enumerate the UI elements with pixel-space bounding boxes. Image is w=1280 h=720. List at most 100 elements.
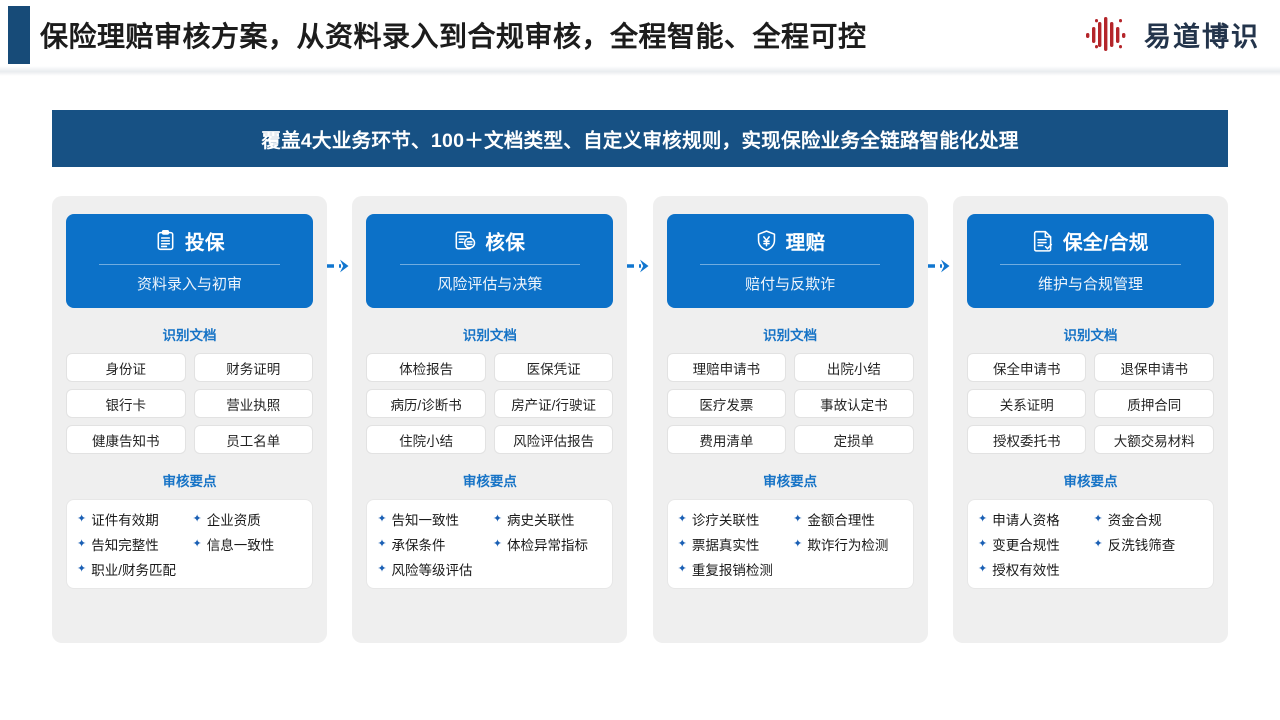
- page-title: 保险理赔审核方案，从资料录入到合规审核，全程智能、全程可控: [40, 21, 867, 52]
- audit-point-label: 承保条件: [391, 538, 446, 553]
- documents-grid: 保全申请书退保申请书关系证明质押合同授权委托书大额交易材料: [966, 353, 1214, 454]
- document-chip[interactable]: 保全申请书: [966, 353, 1087, 382]
- documents-section-label: 识别文档: [462, 328, 517, 343]
- documents-grid: 体检报告医保凭证病历/诊断书房产证/行驶证住院小结风险评估报告: [366, 353, 614, 454]
- star-icon: ✦: [377, 562, 387, 575]
- stage-header-divider: [399, 264, 580, 265]
- audit-point: ✦ 诊疗关联性: [678, 509, 792, 529]
- stage-card-核保[interactable]: 核保 风险评估与决策 识别文档 体检报告医保凭证病历/诊断书房产证/行驶证住院小…: [352, 196, 628, 643]
- document-chip[interactable]: 定损单: [794, 425, 914, 454]
- document-chip[interactable]: 银行卡: [66, 389, 186, 418]
- stage-connector-arrow-icon: [627, 259, 649, 273]
- brand-logo: 易道博识: [1084, 14, 1260, 54]
- document-chip[interactable]: 财务证明: [193, 353, 313, 382]
- stage-header-divider: [1000, 264, 1181, 265]
- stage-card-投保[interactable]: 投保 资料录入与初审 识别文档 身份证财务证明银行卡营业执照健康告知书员工名单 …: [52, 196, 327, 643]
- stage-title: 理赔: [785, 232, 826, 254]
- stage-title: 核保: [485, 232, 526, 254]
- audit-point-label: 反洗钱筛查: [1107, 538, 1176, 553]
- header-divider: [0, 66, 1280, 76]
- audit-point: ✦ 变更合规性: [978, 534, 1092, 554]
- document-chip[interactable]: 风险评估报告: [493, 425, 614, 454]
- document-chip[interactable]: 健康告知书: [66, 425, 186, 454]
- stage-subtitle: 维护与合规管理: [1037, 276, 1143, 293]
- document-chip[interactable]: 退保申请书: [1094, 353, 1214, 382]
- audit-points-section-label: 审核要点: [462, 474, 517, 489]
- document-chip[interactable]: 大额交易材料: [1094, 425, 1214, 454]
- audit-point-label: 欺诈行为检测: [807, 538, 889, 553]
- logo-bars-icon: [1086, 17, 1126, 51]
- star-icon: ✦: [977, 537, 988, 550]
- star-icon: ✦: [977, 562, 988, 575]
- audit-points-section-label: 审核要点: [1063, 474, 1118, 489]
- document-chip[interactable]: 出院小结: [794, 353, 914, 382]
- stage-header[interactable]: 理赔 赔付与反欺诈: [666, 214, 914, 308]
- document-chip[interactable]: 医疗发票: [666, 389, 787, 418]
- star-icon: ✦: [677, 537, 687, 550]
- audit-point-label: 金额合理性: [807, 513, 875, 528]
- stage-title: 保全/合规: [1063, 232, 1149, 254]
- audit-point: ✦ 承保条件: [377, 534, 491, 554]
- document-chip[interactable]: 关系证明: [966, 389, 1087, 418]
- audit-points-section-label: 审核要点: [763, 474, 818, 489]
- audit-point: ✦ 反洗钱筛查: [1093, 534, 1207, 554]
- stage-header[interactable]: 保全/合规 维护与合规管理: [966, 214, 1214, 308]
- stage-subtitle: 资料录入与初审: [136, 276, 242, 293]
- document-chip[interactable]: 质押合同: [1094, 389, 1214, 418]
- star-icon: ✦: [793, 512, 803, 525]
- audit-point: ✦ 授权有效性: [978, 559, 1092, 579]
- star-icon: ✦: [492, 537, 503, 550]
- stage-title: 投保: [184, 232, 225, 254]
- audit-point: ✦ 风险等级评估: [377, 559, 491, 579]
- document-chip[interactable]: 员工名单: [193, 425, 313, 454]
- audit-point: ✦ 体检异常指标: [493, 534, 607, 554]
- stage-header[interactable]: 核保 风险评估与决策: [366, 214, 614, 308]
- star-icon: ✦: [192, 512, 202, 525]
- audit-points-section-label: 审核要点: [162, 474, 217, 489]
- stage-header-divider: [99, 264, 280, 265]
- document-chip[interactable]: 房产证/行驶证: [493, 389, 614, 418]
- star-icon: ✦: [677, 512, 687, 525]
- audit-point: ✦ 信息一致性: [193, 534, 307, 554]
- star-icon: ✦: [977, 512, 988, 525]
- stage-connector: [627, 196, 652, 643]
- document-review-icon: [455, 231, 476, 250]
- audit-point-label: 企业资质: [206, 513, 261, 528]
- document-chip[interactable]: 体检报告: [366, 353, 486, 382]
- document-chip[interactable]: 费用清单: [666, 425, 787, 454]
- stage-connector-arrow-icon: [927, 259, 950, 273]
- star-icon: ✦: [377, 512, 387, 525]
- audit-point-label: 告知完整性: [91, 538, 159, 553]
- document-chip[interactable]: 住院小结: [366, 425, 486, 454]
- header-accent-bar: [8, 6, 30, 64]
- stage-header[interactable]: 投保 资料录入与初审: [66, 214, 313, 308]
- audit-point: ✦ 重复报销检测: [678, 559, 792, 579]
- document-chip[interactable]: 理赔申请书: [666, 353, 787, 382]
- document-chip[interactable]: 授权委托书: [966, 425, 1087, 454]
- star-icon: ✦: [77, 512, 87, 525]
- stage-card-理赔[interactable]: 理赔 赔付与反欺诈 识别文档 理赔申请书出院小结医疗发票事故认定书费用清单定损单…: [652, 196, 928, 643]
- document-chip[interactable]: 事故认定书: [794, 389, 914, 418]
- audit-points-box: ✦ 诊疗关联性 ✦ 金额合理性 ✦ 票据真实性 ✦ 欺诈行为检测 ✦ 重复报销检…: [666, 499, 914, 589]
- audit-point-label: 申请人资格: [992, 513, 1060, 528]
- audit-points-box: ✦ 告知一致性 ✦ 病史关联性 ✦ 承保条件 ✦ 体检异常指标 ✦ 风险等级评估: [366, 499, 614, 589]
- audit-point: ✦ 企业资质: [193, 509, 307, 529]
- document-chip[interactable]: 病历/诊断书: [366, 389, 486, 418]
- audit-point: ✦ 职业/财务匹配: [77, 559, 191, 579]
- stage-connector: [927, 196, 953, 643]
- star-icon: ✦: [377, 537, 387, 550]
- star-icon: ✦: [1093, 512, 1103, 525]
- subtitle-banner: 覆盖4大业务环节、100＋文档类型、自定义审核规则，实现保险业务全链路智能化处理: [52, 110, 1228, 167]
- stage-header-top: 核保: [374, 226, 605, 255]
- audit-point-label: 告知一致性: [391, 513, 460, 528]
- document-chip[interactable]: 医保凭证: [493, 353, 614, 382]
- document-chip[interactable]: 身份证: [66, 353, 186, 382]
- audit-point: ✦ 资金合规: [1093, 509, 1207, 529]
- document-chip[interactable]: 营业执照: [193, 389, 313, 418]
- stage-card-保全-合规[interactable]: 保全/合规 维护与合规管理 识别文档 保全申请书退保申请书关系证明质押合同授权委…: [952, 196, 1228, 643]
- audit-points-box: ✦ 申请人资格 ✦ 资金合规 ✦ 变更合规性 ✦ 反洗钱筛查 ✦ 授权有效性: [966, 499, 1214, 589]
- audit-point-label: 信息一致性: [206, 538, 275, 553]
- audit-point-label: 票据真实性: [691, 538, 760, 553]
- documents-grid: 身份证财务证明银行卡营业执照健康告知书员工名单: [66, 353, 313, 454]
- audit-point: ✦ 告知一致性: [377, 509, 491, 529]
